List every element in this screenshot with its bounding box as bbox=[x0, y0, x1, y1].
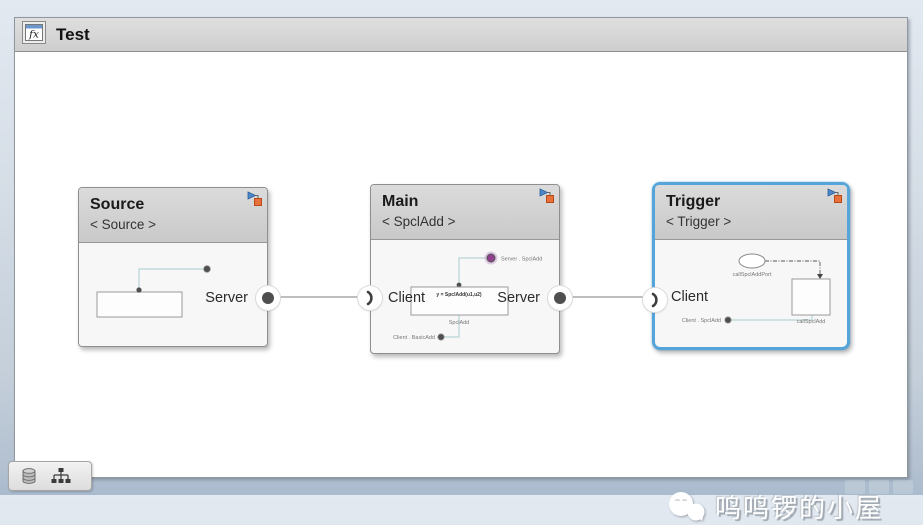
component-trigger[interactable]: Trigger < Trigger > callSpclAddPort ca bbox=[643, 182, 850, 350]
component-main[interactable]: Main < SpclAdd > Server . SpclAdd bbox=[358, 184, 572, 354]
database-icon bbox=[22, 468, 36, 484]
server-port-icon bbox=[554, 292, 566, 304]
component-trigger-header: Trigger < Trigger > bbox=[655, 185, 847, 240]
frame-fragment bbox=[845, 480, 865, 494]
window-title: Test bbox=[56, 24, 90, 44]
component-stereotype: < Trigger > bbox=[666, 214, 732, 229]
watermark-text: 鸣鸣锣的小屋 bbox=[714, 493, 883, 523]
thumb-top-port-label: Server . SpclAdd bbox=[501, 257, 542, 263]
component-stereotype: < SpclAdd > bbox=[382, 214, 456, 229]
component-stereotype: < Source > bbox=[90, 217, 157, 232]
client-port-label: Client bbox=[671, 289, 709, 305]
server-port[interactable] bbox=[256, 286, 280, 310]
component-title: Source bbox=[90, 196, 145, 213]
reference-link-badge-icon bbox=[246, 191, 263, 207]
server-port-label: Server bbox=[497, 290, 540, 306]
thumb-expression-label: y = SpclAdd(u1,u2) bbox=[436, 292, 481, 298]
client-port-icon bbox=[366, 290, 373, 306]
model-hierarchy-button[interactable] bbox=[49, 465, 73, 487]
component-title: Main bbox=[382, 193, 419, 210]
reference-link-badge-icon bbox=[538, 188, 555, 204]
server-port-label: Server bbox=[205, 290, 248, 306]
thumb-box-label: callSpclAdd bbox=[797, 319, 826, 325]
thumb-block-name-label: SpclAdd bbox=[449, 320, 470, 326]
component-source-header: Source < Source > bbox=[79, 188, 267, 243]
watermark: 鸣鸣锣的小屋 bbox=[667, 488, 883, 525]
function-block-icon: fx bbox=[22, 20, 46, 49]
svg-text:fx: fx bbox=[28, 28, 39, 40]
subsystem-window: fx Test Source < Source > bbox=[14, 17, 908, 523]
reference-link-badge-icon bbox=[826, 188, 843, 204]
thumb-port-label: Client . SpclAdd bbox=[682, 318, 721, 324]
client-port-label: Client bbox=[388, 290, 426, 306]
server-port-icon bbox=[262, 292, 274, 304]
model-data-button[interactable] bbox=[17, 465, 41, 487]
diagram-canvas[interactable]: Source < Source > Server bbox=[15, 53, 907, 523]
client-port[interactable] bbox=[643, 288, 667, 312]
frame-fragment bbox=[869, 480, 889, 494]
corner-toolbar bbox=[8, 461, 92, 491]
thumb-oval-label: callSpclAddPort bbox=[733, 272, 772, 278]
component-title: Trigger bbox=[666, 193, 721, 210]
window-titlebar: fx Test bbox=[15, 18, 907, 52]
frame-fragment bbox=[893, 480, 913, 494]
component-source[interactable]: Source < Source > Server bbox=[78, 187, 280, 347]
thumb-bottom-port-label: Client . BasicAdd bbox=[393, 335, 435, 341]
server-port[interactable] bbox=[548, 286, 572, 310]
client-port[interactable] bbox=[358, 286, 382, 310]
client-port-icon bbox=[651, 292, 658, 308]
component-main-header: Main < SpclAdd > bbox=[371, 185, 559, 240]
hierarchy-icon bbox=[51, 468, 71, 483]
